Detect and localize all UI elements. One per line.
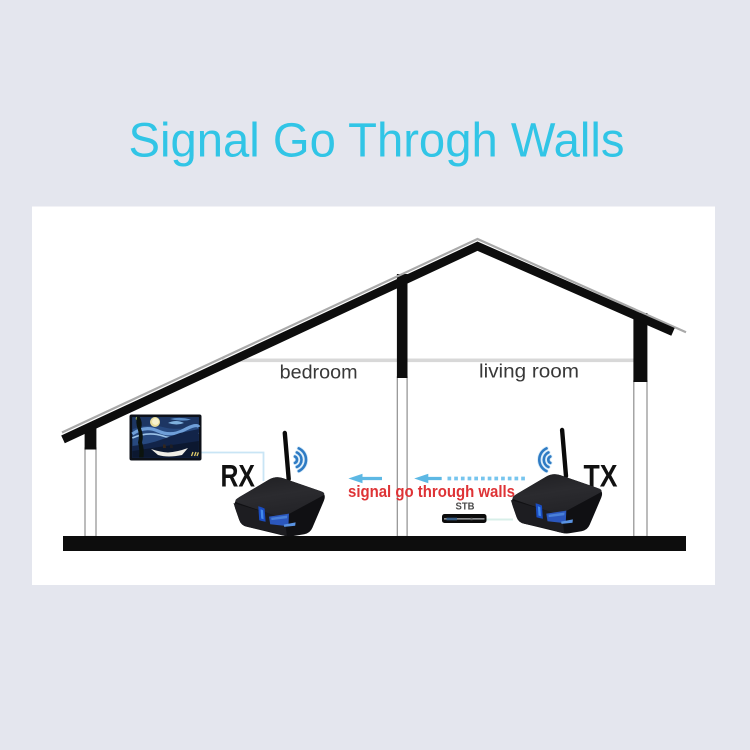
svg-text:living room: living room	[479, 362, 579, 383]
svg-text:STB: STB	[456, 501, 475, 513]
svg-text:Signal Go Throgh Walls: Signal Go Throgh Walls	[129, 114, 625, 168]
svg-text:signal go through walls: signal go through walls	[348, 482, 515, 501]
svg-text:RX: RX	[221, 459, 256, 494]
svg-text:bedroom: bedroom	[280, 363, 358, 384]
